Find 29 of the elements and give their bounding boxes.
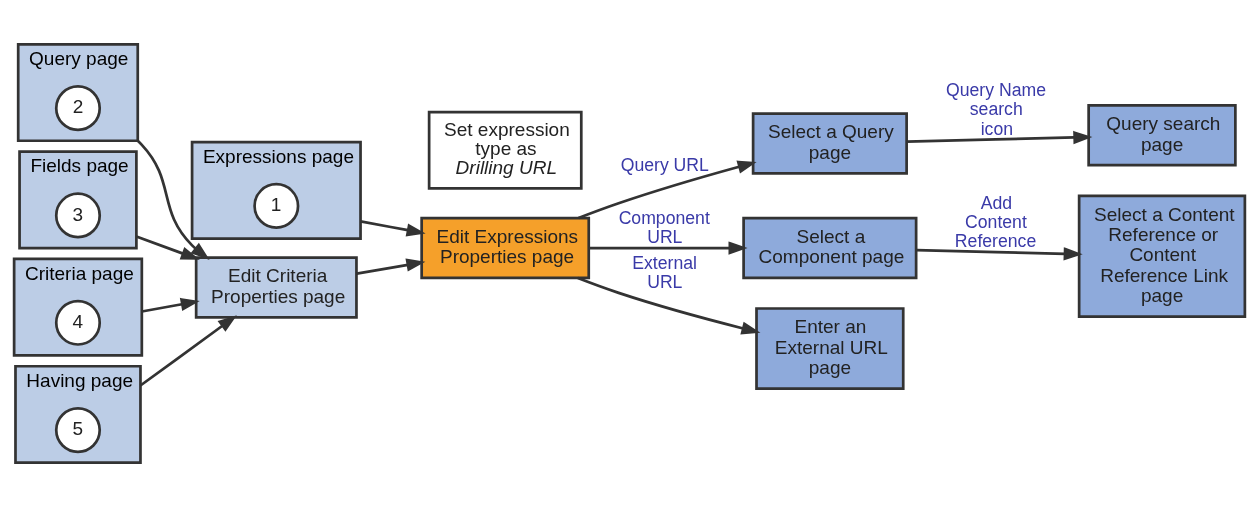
arrow xyxy=(360,219,426,237)
node-circle: 4 xyxy=(54,299,102,346)
arrow xyxy=(578,160,757,219)
node-circle: 3 xyxy=(54,191,102,239)
edge-label: External URL xyxy=(632,252,697,292)
arrow xyxy=(136,139,210,260)
edge-label: Component URL xyxy=(618,207,710,247)
node-circle: 5 xyxy=(54,406,102,453)
node-box: Enter an External URL page xyxy=(755,306,905,390)
arrow xyxy=(916,246,1083,260)
arrow xyxy=(906,130,1093,144)
node-box: Query search page xyxy=(1087,103,1237,167)
arrow xyxy=(139,314,237,387)
node-circle: 2 xyxy=(54,84,102,131)
arrow xyxy=(589,240,748,255)
node-circle: 1 xyxy=(253,182,300,229)
edge-label: Add Content Reference xyxy=(954,192,1037,251)
arrow xyxy=(141,297,200,313)
edge-label: Query URL xyxy=(620,154,709,175)
node-box: Select a Query page xyxy=(751,111,908,175)
edge-label: Query Name search icon xyxy=(946,79,1047,138)
arrow xyxy=(577,276,761,335)
node-box: Edit Expressions Properties page xyxy=(420,216,591,279)
node-box: Select a Content Reference or Content Reference Link page xyxy=(1077,193,1247,318)
arrow xyxy=(135,234,200,260)
arrow xyxy=(356,257,426,275)
node-box: Select a Component page xyxy=(742,216,918,279)
node-box: Edit Criteria Properties page xyxy=(194,255,358,319)
node-box: Set expression type as Drilling URL xyxy=(427,110,583,190)
